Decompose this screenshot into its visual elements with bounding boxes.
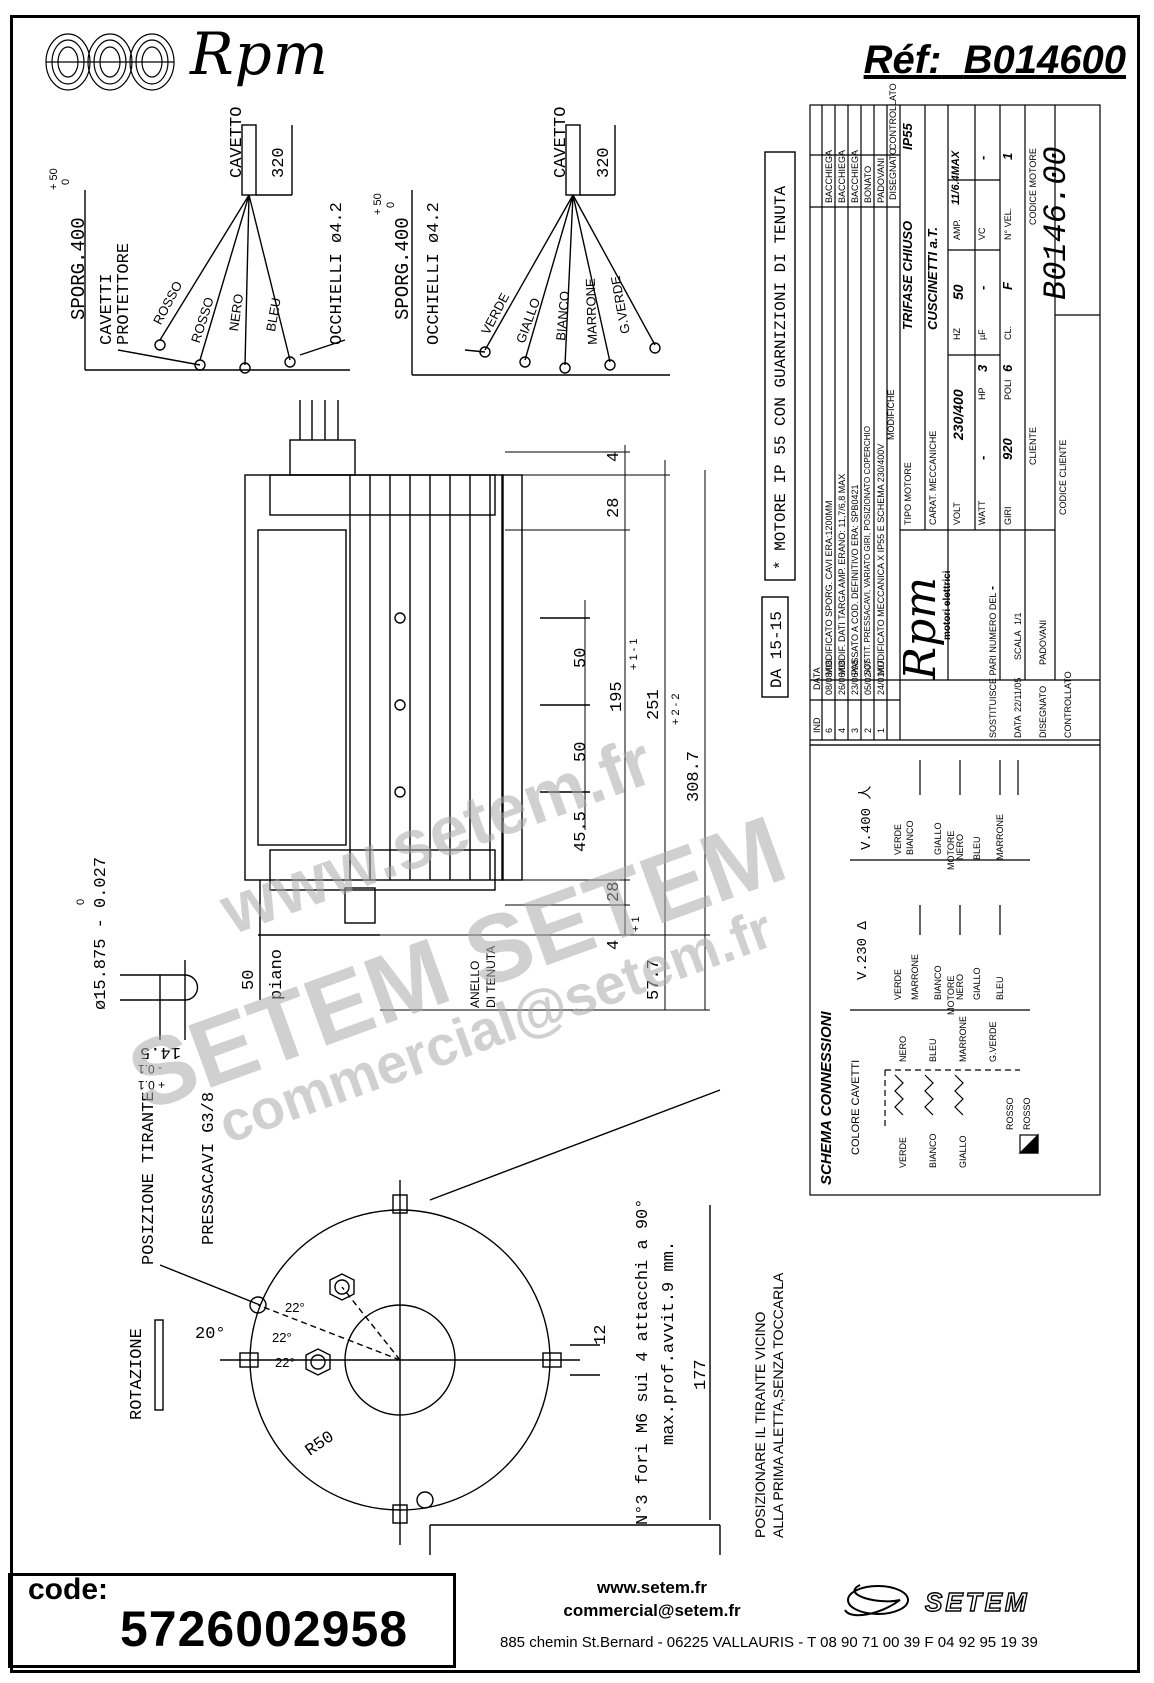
code-label: code: bbox=[28, 1573, 109, 1606]
company-address: 885 chemin St.Bernard - 06225 VALLAURIS … bbox=[500, 1634, 1038, 1651]
ip55-note-box bbox=[764, 151, 796, 581]
rpm-coil-logo bbox=[45, 33, 175, 91]
brand-logo-text: Rpm bbox=[190, 20, 329, 88]
motor-side-view bbox=[244, 400, 590, 1000]
connection-schema bbox=[809, 744, 1101, 1196]
wiring-left bbox=[84, 124, 350, 374]
website-link[interactable]: www.setem.fr bbox=[597, 1578, 707, 1597]
title-block bbox=[809, 104, 1101, 746]
email-link[interactable]: commercial@setem.fr bbox=[563, 1601, 741, 1620]
angle-22-b: 22° bbox=[285, 1300, 305, 1315]
setem-logo: SETEM bbox=[924, 1586, 1030, 1617]
drawing-sheet bbox=[10, 15, 1140, 1673]
side-dimensions bbox=[380, 445, 710, 1011]
code-box bbox=[8, 1573, 456, 1668]
da-box bbox=[761, 596, 789, 698]
angle-22-c: 22° bbox=[275, 1355, 295, 1370]
reference-label: Réf: bbox=[863, 38, 942, 82]
reference-value: B014600 bbox=[963, 38, 1126, 82]
reference-number: Réf: B014600 bbox=[864, 38, 1126, 83]
angle-22-a: 22° bbox=[272, 1330, 292, 1345]
angle-20: 20° bbox=[195, 1325, 226, 1344]
wiring-right bbox=[411, 124, 670, 376]
code-value: 5726002958 bbox=[120, 1601, 409, 1657]
shaft-key-detail bbox=[120, 960, 199, 1040]
motor-front-view bbox=[154, 1089, 721, 1555]
